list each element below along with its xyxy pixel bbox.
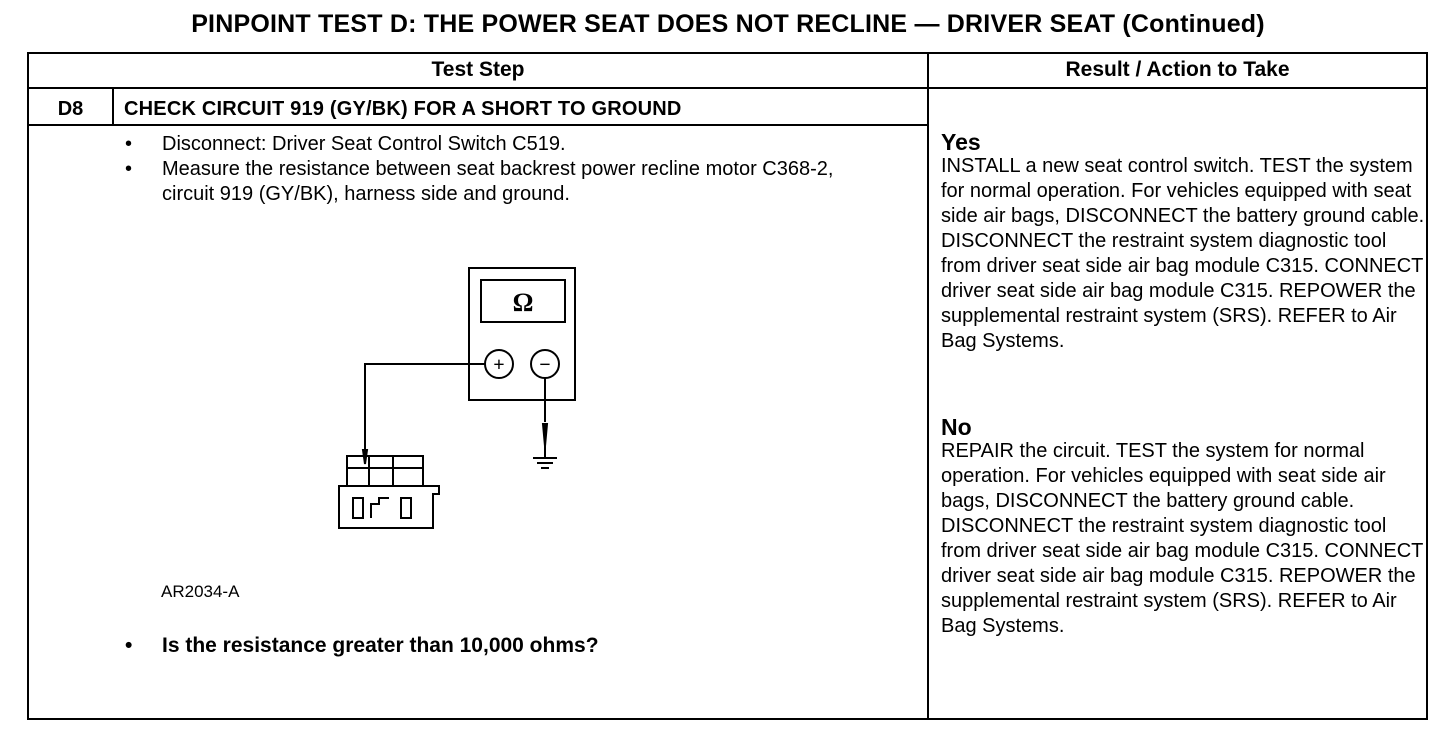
result-yes: Yes INSTALL a new seat control switch. T… (941, 130, 1425, 354)
result-no: No REPAIR the circuit. TEST the system f… (941, 415, 1425, 639)
minus-symbol: − (539, 354, 550, 376)
figure-id: AR2034-A (161, 582, 240, 601)
step-id: D8 (57, 98, 84, 120)
positive-lead (364, 363, 485, 452)
column-divider (927, 54, 929, 718)
meter-display (480, 279, 566, 323)
step-id-divider (112, 89, 114, 125)
meter-body (468, 267, 576, 401)
ohmmeter-diagram: Ω + − (338, 267, 576, 529)
step-title-divider (29, 124, 927, 126)
header-divider (29, 87, 1426, 89)
plus-symbol: + (493, 354, 504, 376)
connector-body (338, 485, 440, 529)
instruction-item: • Disconnect: Driver Seat Control Switch… (125, 133, 566, 155)
instruction-item: • Measure the resistance between seat ba… (125, 158, 834, 205)
page-title: PINPOINT TEST D: THE POWER SEAT DOES NOT… (191, 10, 1265, 38)
header-result: Result / Action to Take (1065, 58, 1290, 81)
result-yes-label: Yes (941, 129, 981, 155)
connector-shell (346, 455, 424, 487)
pinpoint-test-table: Test Step Result / Action to Take D8 CHE… (27, 52, 1428, 720)
header-test-step: Test Step (431, 58, 525, 81)
result-no-label: No (941, 414, 972, 440)
bullet-icon: • (125, 133, 133, 155)
step-instructions: • Disconnect: Driver Seat Control Switch… (119, 132, 919, 207)
bullet-icon: • (125, 634, 133, 657)
meter-ohm-symbol: Ω (513, 288, 534, 317)
bullet-icon: • (125, 158, 133, 180)
result-yes-text: INSTALL a new seat control switch. TEST … (941, 155, 1425, 352)
step-title: CHECK CIRCUIT 919 (GY/BK) FOR A SHORT TO… (124, 98, 682, 120)
result-no-text: REPAIR the circuit. TEST the system for … (941, 440, 1424, 637)
